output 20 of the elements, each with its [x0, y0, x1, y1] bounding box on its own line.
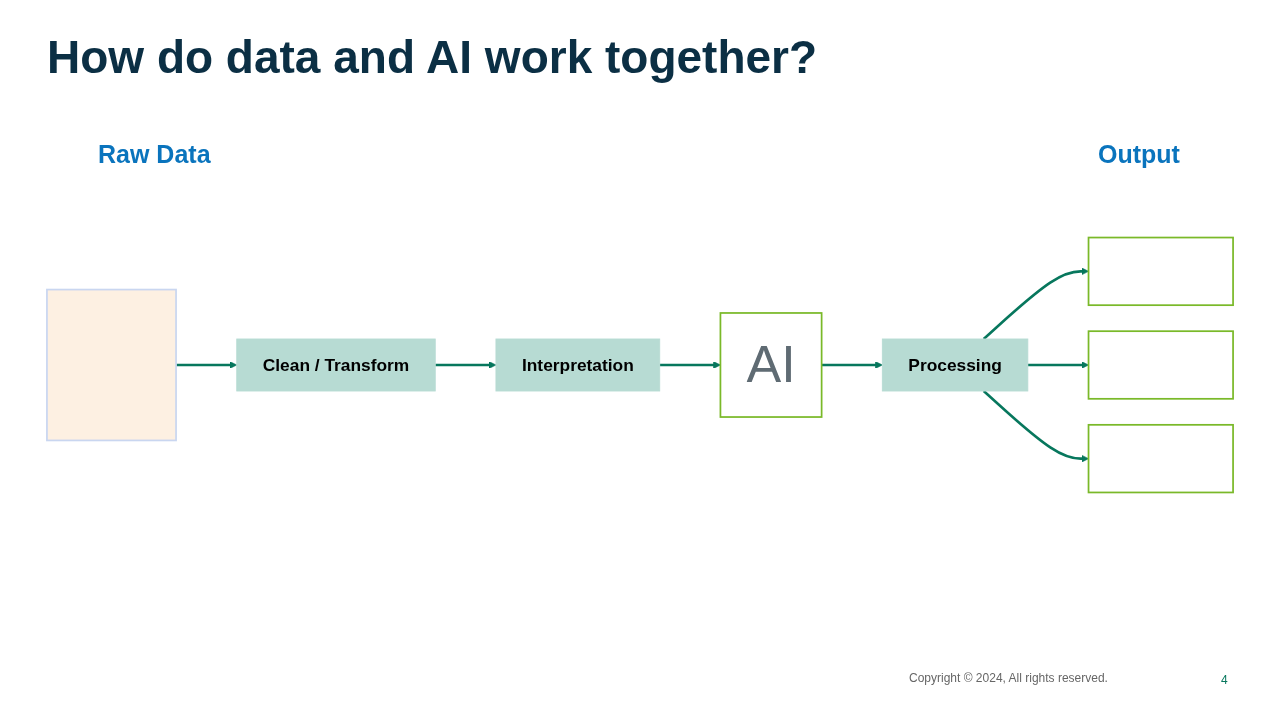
node-box: [1087, 330, 1234, 400]
column-heading: Output: [1098, 140, 1180, 169]
column-heading: Raw Data: [98, 140, 211, 169]
node-box: [1087, 236, 1234, 307]
node-picture: [46, 288, 177, 442]
node-box: Interpretation: [495, 338, 661, 392]
node-box: AI: [719, 312, 823, 418]
page-number: 4: [1221, 673, 1228, 687]
node-box: Clean / Transform: [236, 338, 436, 392]
arrow: [1027, 361, 1089, 369]
arrow: [982, 267, 1089, 340]
arrow: [659, 361, 721, 369]
copyright-notice: Copyright © 2024, All rights reserved.: [909, 671, 1108, 685]
arrow: [982, 390, 1089, 463]
node-box: Processing: [881, 338, 1029, 392]
arrow: [435, 361, 497, 369]
node-box: [1087, 423, 1234, 494]
title: How do data and AI work together?: [47, 30, 818, 84]
arrow: [176, 361, 238, 369]
arrow: [821, 361, 883, 369]
